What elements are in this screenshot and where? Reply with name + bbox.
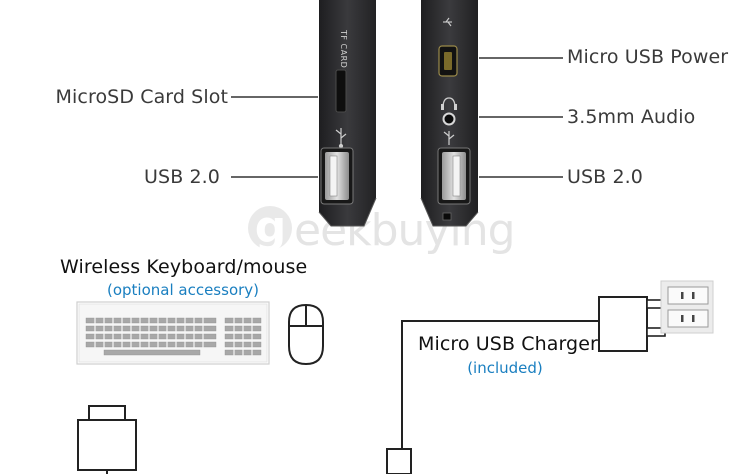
headphone-icon	[441, 97, 457, 110]
mouse-icon	[288, 303, 324, 366]
label-usb-right: USB 2.0	[567, 166, 643, 188]
tf-card-text: TF CARD	[339, 30, 348, 69]
label-charger-title: Micro USB Charger	[418, 333, 598, 355]
wall-socket-icon	[660, 280, 714, 334]
microsd-slot	[335, 69, 347, 113]
charger-icon	[386, 296, 666, 474]
keyboard-icon	[76, 301, 270, 365]
label-microsd-slot: MicroSD Card Slot	[55, 86, 228, 108]
label-usb-left: USB 2.0	[144, 166, 220, 188]
label-micro-usb-power: Micro USB Power	[567, 46, 729, 68]
label-keyboard-title: Wireless Keyboard/mouse	[60, 256, 308, 278]
usb-symbol-icon-power	[443, 17, 452, 27]
label-keyboard-note: (optional accessory)	[106, 281, 260, 299]
watermark-logo-icon: g	[248, 206, 292, 250]
usb-port-right	[437, 147, 471, 205]
usb-port-left	[320, 147, 354, 205]
label-audio: 3.5mm Audio	[567, 106, 696, 128]
device-right	[420, 0, 479, 227]
device-left	[318, 0, 377, 227]
reset-hole	[442, 212, 452, 221]
audio-jack	[442, 112, 456, 126]
micro-usb-port-inner	[444, 52, 452, 70]
usb-symbol-icon-left	[335, 128, 347, 149]
label-charger-note: (included)	[467, 359, 543, 377]
usb-dongle-icon	[77, 405, 137, 474]
usb-symbol-icon-right	[443, 131, 455, 145]
leader-lines	[231, 57, 563, 178]
